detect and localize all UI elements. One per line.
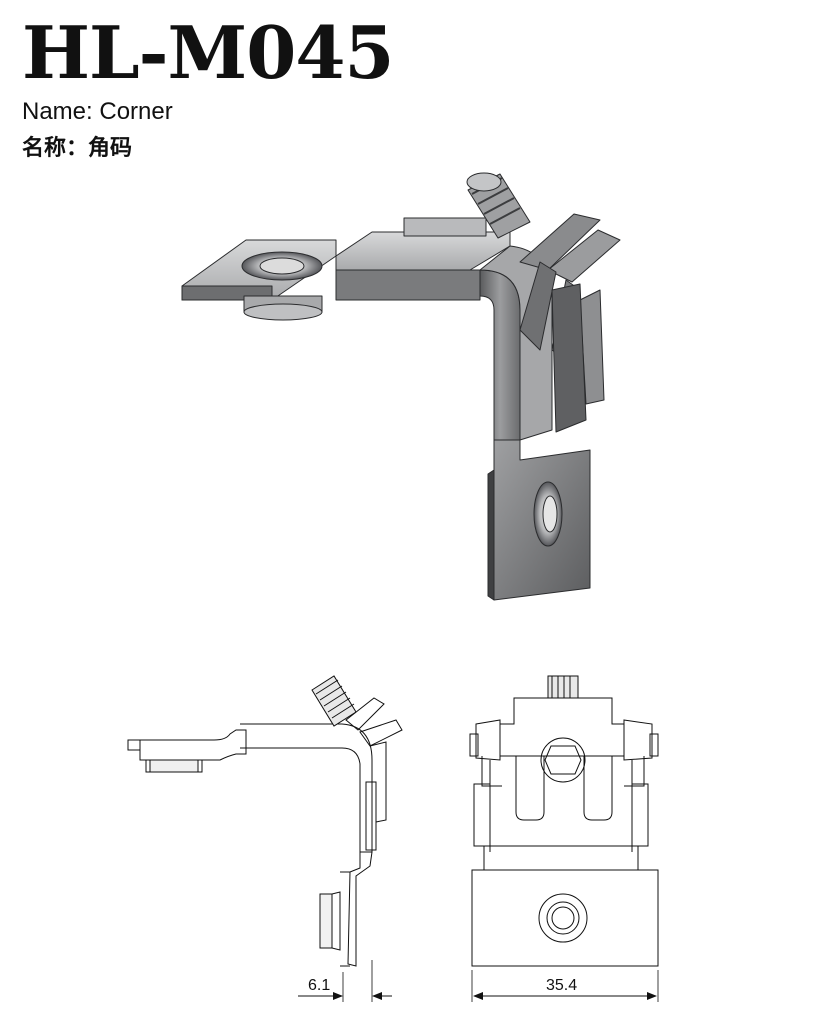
corner-3d-render xyxy=(181,172,621,601)
name-english: Name: Corner xyxy=(22,98,173,125)
dim-width-label: 35.4 xyxy=(546,977,577,994)
model-code-title: HL-M045 xyxy=(22,10,395,95)
threaded-bolt xyxy=(466,172,531,239)
front-view-drawing xyxy=(469,675,659,1002)
side-view-drawing xyxy=(127,675,403,1002)
name-chinese: 名称：角码 xyxy=(22,135,133,160)
dim-depth-label: 6.1 xyxy=(308,977,330,994)
